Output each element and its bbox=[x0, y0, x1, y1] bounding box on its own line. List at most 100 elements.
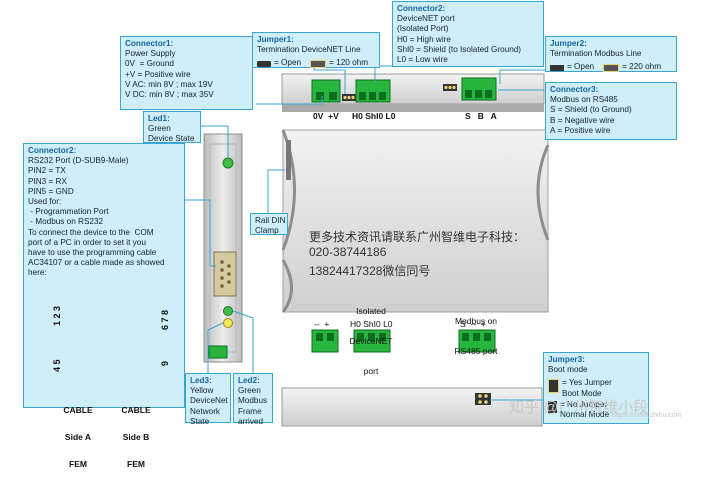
connector1-line-5: V AC: min 8V ; max 19V bbox=[125, 79, 213, 89]
jumper1-closed-label: = 120 ohm bbox=[329, 58, 369, 68]
connector3-line-2: S = Shield (to Ground) bbox=[550, 105, 632, 115]
devicenet-terminal-bottom bbox=[353, 329, 391, 353]
jumper-no-icon bbox=[548, 400, 557, 413]
connector1-line-3: +V = Positive wire bbox=[125, 69, 191, 79]
jumper1-info: Jumper1: Termination DeviceNET Line = Op… bbox=[252, 32, 380, 68]
connector2-left-line-0: RS232 Port (D-SUB9-Male) bbox=[28, 156, 129, 166]
connector2-left-line-8: - Modbus on RS232 bbox=[28, 217, 104, 227]
jumper1-title: Jumper1: bbox=[257, 35, 294, 44]
connector2-rs232-info: Connector2: RS232 Port (D-SUB9-Male) PIN… bbox=[23, 143, 185, 408]
power-terminal-bottom bbox=[311, 329, 339, 353]
jumper3-no-sub: Normal Mode bbox=[560, 410, 610, 420]
led1-indicator bbox=[222, 157, 234, 169]
modbus-label-line-0: Modbus on bbox=[454, 316, 498, 326]
devicenet-label-line-2: port bbox=[363, 366, 379, 376]
connector2-top-line-4: ShI0 = Shield (to Isolated Ground) bbox=[397, 44, 522, 54]
connector2-top-line-5: L0 = Low wire bbox=[397, 55, 448, 65]
bottom-pins-devicenet: H0 ShI0 L0 bbox=[350, 319, 393, 329]
led3-line-3: State bbox=[190, 416, 210, 426]
connector3-line-3: B = Negative wire bbox=[550, 115, 615, 125]
led2-info: Led2: Green Modbus Frame arrived bbox=[233, 373, 273, 426]
bottom-rail bbox=[281, 387, 543, 427]
cable-right-pins-bottom: 9 bbox=[160, 360, 170, 366]
connector2-left-line-4: PIN5 = GND bbox=[28, 186, 74, 196]
connector2-left-line-11: port of a PC in order to set it you bbox=[28, 237, 146, 247]
jumper2-subtitle: Termination Modbus Line bbox=[550, 49, 642, 59]
body-curve-right bbox=[536, 144, 550, 241]
jumper3-subtitle: Boot mode bbox=[548, 365, 588, 375]
cable-right-pins-top: 6 7 8 bbox=[160, 309, 170, 330]
jumper3-title: Jumper3: bbox=[548, 355, 585, 364]
watermark: 知乎 @广州智维小段 bbox=[509, 399, 649, 416]
cable-side-a-line-2: FEM bbox=[69, 459, 87, 469]
jumper-closed-icon bbox=[603, 63, 620, 72]
bottom-pins-power: -- + bbox=[314, 319, 330, 329]
devicenet-terminal-top bbox=[355, 79, 391, 103]
modbus-terminal-bottom bbox=[458, 329, 496, 353]
cable-side-b-line-2: FEM bbox=[127, 459, 145, 469]
led2-line-1: Modbus bbox=[238, 396, 268, 406]
connector1-line-2: 0V = Ground bbox=[125, 59, 174, 69]
cable-left-pins-top: 1 2 3 bbox=[52, 305, 62, 326]
modbus-terminal-top bbox=[461, 77, 497, 101]
modbus-label-line-1: RS485 port bbox=[454, 346, 498, 356]
side-terminal bbox=[208, 345, 228, 359]
devicenet-label-line-0: Isolated bbox=[356, 306, 386, 316]
led3-title: Led3: bbox=[190, 376, 212, 385]
connector2-left-line-2: PIN2 = TX bbox=[28, 166, 66, 176]
bottom-pins-modbus: S -- + bbox=[460, 319, 486, 329]
connector2-left-title: Connector2: bbox=[28, 146, 77, 155]
top-pins-power: 0V +V bbox=[313, 111, 339, 121]
chinese-contact-line-0: 更多技术资讯请联系广州智维电子科技： bbox=[309, 230, 526, 244]
jumper1-subtitle: Termination DeviceNET Line bbox=[257, 45, 361, 55]
leader-lines bbox=[184, 46, 545, 401]
cable-side-b-line-0: CABLE bbox=[121, 405, 151, 415]
device-body bbox=[282, 129, 549, 313]
top-pins-modbus: S B A bbox=[465, 111, 497, 121]
rail-line-0: Rail DIN bbox=[255, 216, 286, 225]
top-rail-shadow bbox=[282, 104, 544, 112]
led1-info: Led1: Green Device State bbox=[143, 111, 201, 143]
modbus-port-label: Modbus on RS485 port bbox=[450, 296, 502, 366]
cable-side-b-line-1: Side B bbox=[122, 432, 150, 442]
jumper2-open-label: = Open bbox=[567, 62, 595, 72]
diagram-canvas: Connector1: Power Supply 0V = Ground +V … bbox=[23, 1, 682, 469]
led1-line-1: Device State bbox=[148, 134, 195, 144]
connector2-left-line-10: To connect the device to the COM bbox=[28, 227, 154, 237]
connector1-info: Connector1: Power Supply 0V = Ground +V … bbox=[120, 36, 253, 110]
jumper-open-icon bbox=[257, 60, 271, 67]
rail-din-info: Rail DIN Clamp bbox=[250, 213, 288, 235]
led2-line-2: Frame bbox=[238, 406, 262, 416]
top-pins-devicenet: H0 ShI0 L0 bbox=[352, 111, 396, 121]
jumper2-title: Jumper2: bbox=[550, 39, 587, 48]
chinese-contact-line-2: 13824417328微信同号 bbox=[309, 264, 431, 278]
devicenet-label-line-1: DeviceNET bbox=[349, 336, 393, 346]
cable-left-pins-bottom: 4 5 bbox=[52, 359, 62, 372]
jumper2-closed-label: = 220 ohm bbox=[622, 62, 662, 72]
connector2-left-line-12: have to use the programming cable bbox=[28, 248, 157, 258]
led3-line-0: Yellow bbox=[190, 386, 214, 396]
connector2-left-line-6: Used for: bbox=[28, 197, 62, 207]
jumper3-info: Jumper3: Boot mode = Yes Jumper Boot Mod… bbox=[543, 352, 649, 424]
led2-title: Led2: bbox=[238, 376, 260, 385]
led2-line-3: arrived bbox=[238, 416, 264, 426]
connector2-top-title: Connector2: bbox=[397, 4, 446, 13]
rail-notch bbox=[286, 140, 291, 180]
connector2-left-line-3: PIN3 = RX bbox=[28, 176, 67, 186]
connector3-info: Connector3: Modbus on RS485 S = Shield (… bbox=[545, 82, 677, 140]
jumper3-yes-sub: Boot Mode bbox=[562, 388, 602, 398]
connector2-left-line-7: - Programmation Port bbox=[28, 207, 109, 217]
connector3-title: Connector3: bbox=[550, 85, 599, 94]
cable-side-a-line-0: CABLE bbox=[63, 405, 93, 415]
connector1-line-6: V DC: min 8V ; max 35V bbox=[125, 90, 214, 100]
connector2-top-line-1: (Isolated Port) bbox=[397, 24, 449, 34]
connector2-top-line-0: DeviceNET port bbox=[397, 14, 455, 24]
connector2-left-line-14: here: bbox=[28, 268, 47, 278]
jumper2-info: Jumper2: Termination Modbus Line = Open … bbox=[545, 36, 677, 72]
led3-info: Led3: Yellow DeviceNet Network State bbox=[185, 373, 231, 426]
led3-line-2: Network bbox=[190, 406, 221, 416]
jumper-closed-icon bbox=[310, 59, 327, 68]
jumper1-block bbox=[342, 94, 356, 101]
connector3-line-4: A = Positive wire bbox=[550, 125, 611, 135]
connector1-line-0: Power Supply bbox=[125, 49, 176, 59]
